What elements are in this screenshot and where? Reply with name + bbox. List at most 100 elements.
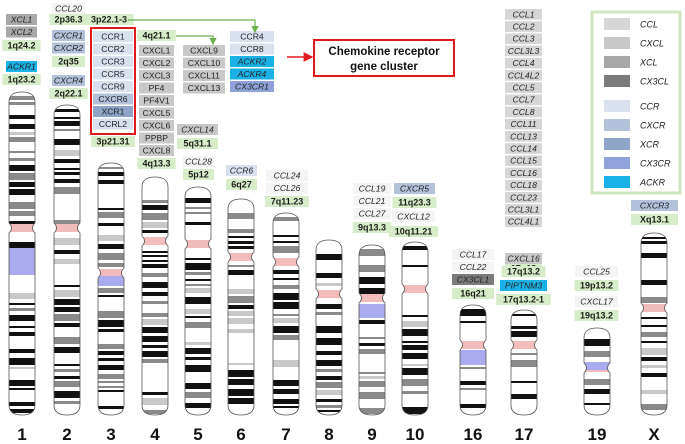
gene-box [505,167,542,179]
callout-title-line1: Chemokine receptor [328,46,440,58]
chromosome-8: 8 [315,239,343,444]
gene-box [93,31,133,42]
gene-label: PPBP [145,133,168,143]
gene-box [139,132,174,144]
cytoband-label: 9q13.3 [358,223,386,233]
cytoband-label: 2q22.1 [54,89,82,99]
band-box [49,88,88,99]
legend-label: CXCL [640,39,664,49]
cytoband-label: Xq13.1 [640,215,669,225]
cytoband-label: 3p21.31 [96,137,129,147]
chromosome-x: X [640,232,668,444]
chromosome-number: 10 [406,425,425,444]
chromosome-number: 2 [62,425,71,444]
gene-box [266,170,308,181]
gene-box [183,82,225,94]
callout-title-line2: gene cluster [350,61,418,73]
gene-label: CCL18 [510,180,537,190]
gene-box [505,57,542,69]
gene-box [505,118,542,130]
gene-label: XCL2 [10,27,33,37]
gene-box [183,57,225,69]
chromosome-number: X [648,425,660,444]
gene-label: CCL28 [185,157,212,167]
centromere [402,285,428,293]
gene-label: CXCR1 [54,31,83,41]
legend-item-cxcr: CXCR [604,119,666,131]
gene-label: CXCL12 [397,212,430,222]
gene-box [505,45,542,57]
band-box [52,56,85,67]
band-box [91,136,135,147]
band-box [183,169,214,180]
locus-chr5-a: CXCL14 5q31.1 [177,124,218,149]
gene-label: CXCL1 [143,46,171,56]
cytoband-label: 2q35 [58,57,79,67]
highlighted-region [460,350,486,365]
centromere [54,224,80,232]
legend-item-ackr: ACKR [604,176,666,188]
gene-label: CCL21 [359,196,386,206]
gene-label: CCR8 [240,44,264,54]
highlighted-region [98,276,124,286]
gene-box [631,200,678,211]
gene-box [52,3,85,14]
gene-box [230,56,274,67]
gene-box [230,31,274,42]
chromosome-number: 5 [193,425,202,444]
chromosome-number: 19 [588,425,607,444]
cytoband-label: 7q11.23 [271,197,304,207]
gene-label: CCL26 [274,183,301,193]
gene-label: ACKR4 [237,69,267,79]
gene-label: XCR1 [102,107,125,117]
gene-label: CCL5 [513,83,535,93]
centromere [316,290,342,298]
band-box [501,266,546,277]
gene-label: CCL23 [510,192,537,202]
legend-label: CCR [640,102,660,112]
gene-box [93,118,133,130]
gene-label: CX3CL1 [457,275,490,285]
gene-box [266,182,308,194]
chromosome-number: 1 [17,425,26,444]
gene-box [139,145,174,156]
receptor-cluster-outline [90,27,136,135]
cytoband-label: 5q31.1 [183,139,211,149]
gene-label: PF4V1 [143,96,169,106]
gene-label: CCL22 [460,262,487,272]
centromere [511,341,537,349]
gene-box [505,155,542,167]
gene-label: CXCL14 [181,125,214,135]
legend-label: XCR [639,140,660,150]
band-box [452,288,494,299]
band-box [496,294,551,305]
gene-box [6,26,37,38]
chromosome-4: 4 [141,176,169,444]
gene-box [505,131,542,142]
locus-chr3-a: 3p22.1-3 [84,14,134,25]
gene-box [505,94,542,106]
gene-label: CXCL17 [580,297,614,307]
gene-label: CCR3 [101,57,125,67]
centromere [228,253,254,261]
cytoband-label: 17q13.2-1 [503,295,544,305]
gene-box [452,261,494,273]
band-box [574,280,619,291]
legend-label: CXCR [640,121,666,131]
band-box [226,179,257,190]
gene-label: CCL8 [513,107,535,117]
gene-box [93,43,133,55]
centromere [142,237,168,245]
legend-item-xcr: XCR [604,138,660,150]
gene-box [505,21,542,32]
chromosome-number: 17 [515,425,534,444]
gene-box [93,93,133,105]
gene-box [139,120,174,131]
chromosome-5: 5 [184,186,212,444]
gene-box [93,68,133,80]
